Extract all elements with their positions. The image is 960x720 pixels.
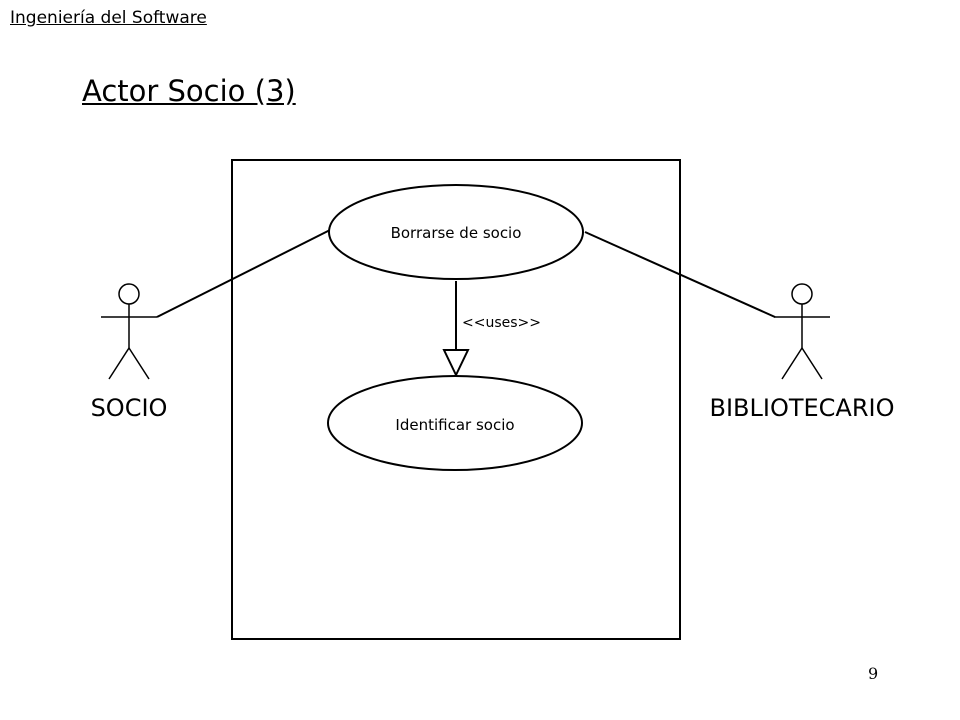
actor-bibliotecario-icon — [774, 283, 830, 380]
actor-bibliotecario-label: BIBLIOTECARIO — [710, 394, 895, 422]
slide-title: Actor Socio (3) — [82, 74, 296, 108]
use-case-borrarse-label: Borrarse de socio — [391, 224, 522, 242]
association-bibliotecario — [584, 231, 776, 318]
use-case-identificar: Identificar socio — [327, 375, 583, 471]
uses-stereotype: <<uses>> — [462, 315, 541, 331]
actor-socio-icon — [101, 283, 157, 380]
use-case-borrarse: Borrarse de socio — [328, 184, 584, 280]
system-boundary — [231, 159, 681, 640]
use-case-identificar-label: Identificar socio — [395, 416, 514, 434]
page-number: 9 — [868, 664, 879, 683]
uses-arrowhead — [442, 349, 470, 378]
course-name: Ingeniería del Software — [10, 8, 207, 28]
association-socio — [156, 229, 331, 318]
actor-socio-label: SOCIO — [91, 394, 168, 422]
